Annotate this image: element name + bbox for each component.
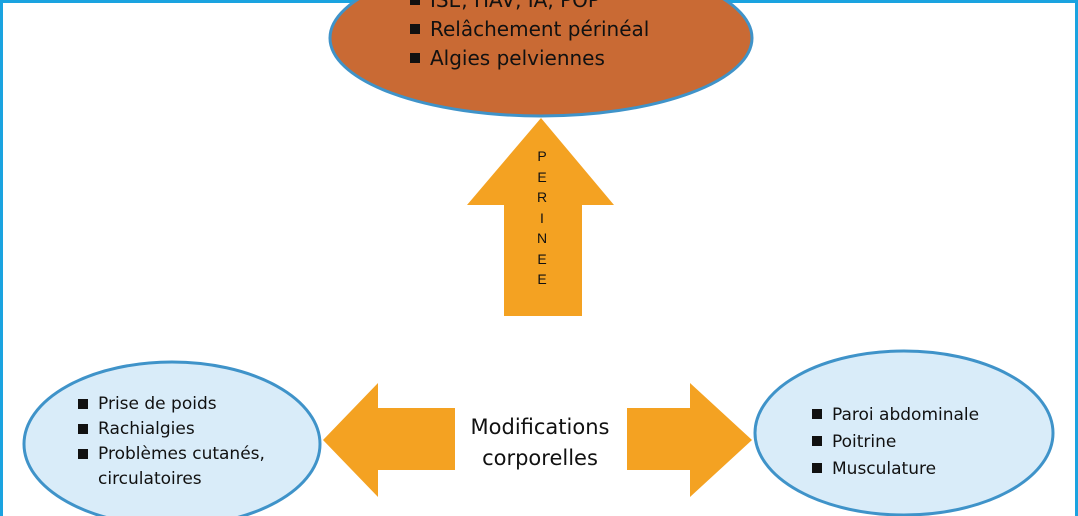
left-list-item: Prise de poids — [78, 392, 308, 417]
perinee-vertical-label: P E R I N E E — [534, 146, 550, 290]
perinee-letter: N — [536, 230, 548, 246]
right-list-item: Poitrine — [812, 429, 979, 456]
left-list-item: Rachialgies — [78, 417, 308, 442]
right-arrow — [627, 383, 752, 497]
perinee-letter: E — [537, 250, 547, 267]
top-list-item: Algies pelviennes — [410, 44, 649, 73]
right-list-item: Paroi abdominale — [812, 402, 979, 429]
center-label-line: corporelles — [482, 446, 598, 470]
up-arrow — [467, 118, 614, 316]
perinee-letter: P — [537, 148, 547, 164]
top-ellipse-list: ISE, HAV, IA, POP Relâchement périnéal A… — [410, 0, 649, 73]
left-arrow — [323, 383, 455, 497]
perinee-letter: E — [537, 271, 547, 287]
left-ellipse-list: Prise de poids Rachialgies Problèmes cut… — [78, 392, 308, 492]
right-list-item: Musculature — [812, 456, 979, 483]
center-label: Modifications corporelles — [440, 412, 640, 474]
right-ellipse — [753, 349, 1055, 516]
top-list-item: ISE, HAV, IA, POP — [410, 0, 649, 15]
perinee-letter: R — [536, 189, 548, 205]
left-ellipse — [22, 360, 322, 516]
perinee-letter: E — [537, 168, 547, 185]
top-ellipse — [328, 0, 754, 118]
left-list-item: Problèmes cutanés, circulatoires — [78, 442, 308, 492]
perinee-letter: I — [540, 209, 544, 226]
top-list-item: Relâchement périnéal — [410, 15, 649, 44]
right-ellipse-list: Paroi abdominale Poitrine Musculature — [812, 402, 979, 483]
center-label-line: Modifications — [470, 415, 610, 439]
